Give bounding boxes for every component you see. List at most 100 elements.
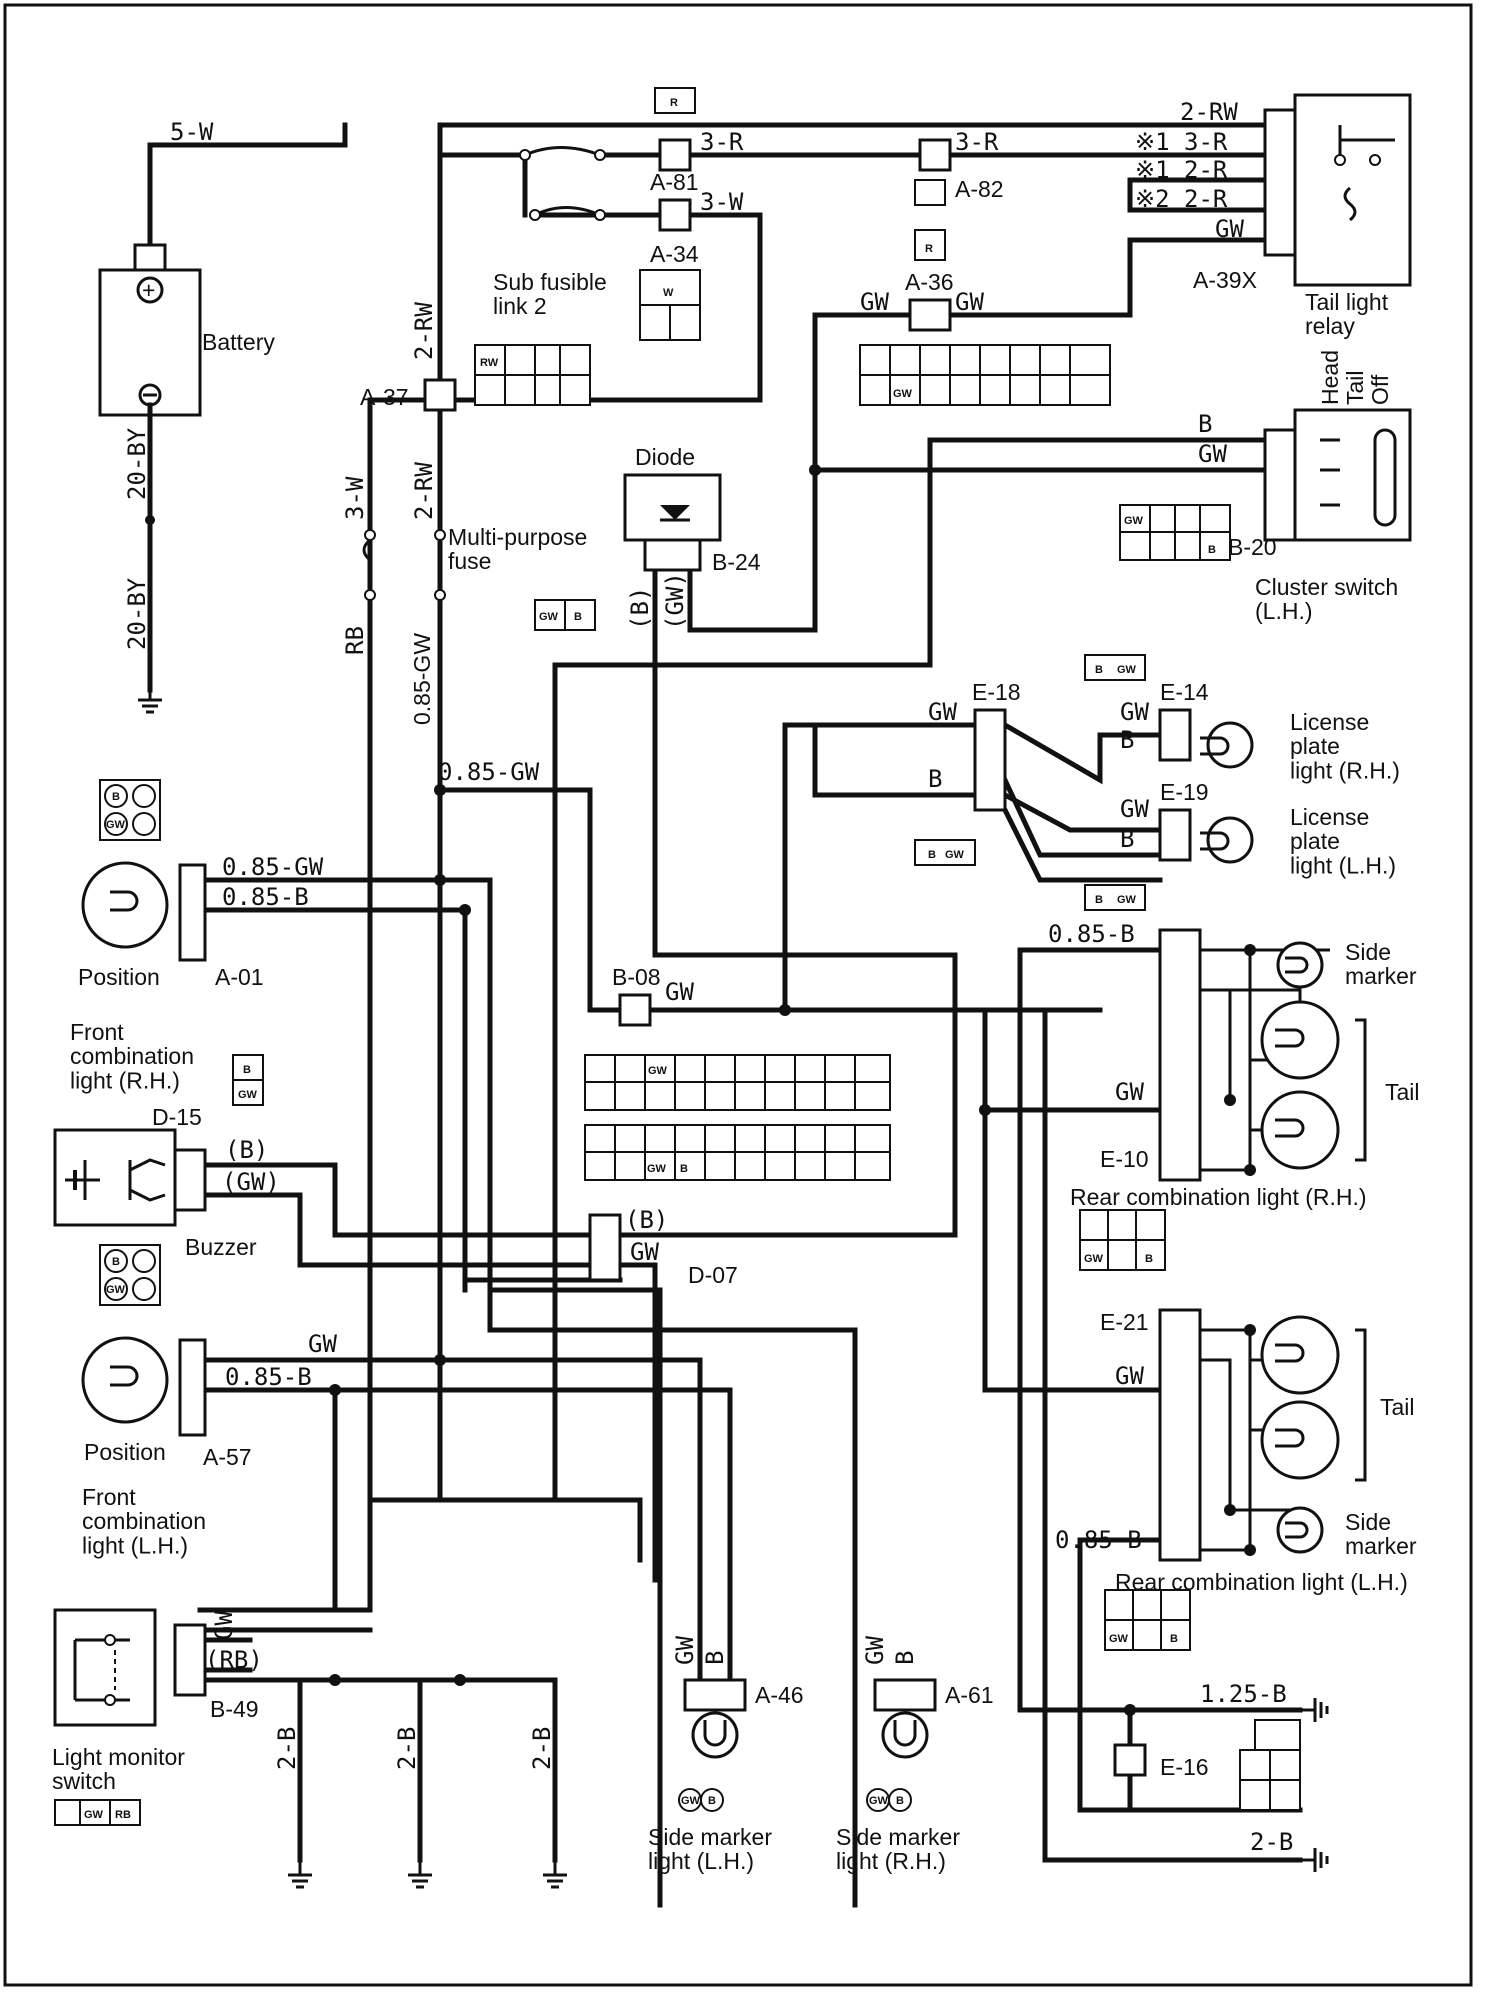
svg-text:B: B	[1120, 825, 1134, 853]
svg-text:GW: GW	[308, 1330, 337, 1358]
svg-text:2-RW: 2-RW	[410, 462, 438, 520]
connector-face-views: R R W RW GW GW B	[54, 87, 1301, 1826]
diode	[623, 473, 722, 572]
connector-e19	[1158, 808, 1192, 862]
svg-text:GW: GW	[1117, 664, 1137, 676]
svg-text:B-20: B-20	[1228, 534, 1277, 560]
rear-comb-lh-lamps	[1260, 1315, 1340, 1554]
svg-text:E-14: E-14	[1160, 679, 1209, 705]
svg-text:GW: GW	[1117, 894, 1137, 906]
svg-text:GW: GW	[928, 698, 957, 726]
svg-text:B: B	[1198, 410, 1212, 438]
connector-a82	[918, 138, 952, 172]
svg-text:3-R: 3-R	[700, 128, 744, 156]
multi-purpose-fuse	[434, 529, 446, 601]
svg-text:B: B	[1208, 544, 1216, 556]
svg-text:0.85-B: 0.85-B	[225, 1363, 312, 1391]
svg-text:GW: GW	[84, 1809, 104, 1821]
label-battery: Battery	[202, 329, 275, 355]
battery: +	[98, 243, 202, 417]
svg-text:B: B	[1120, 726, 1134, 754]
fuse-3w	[362, 437, 376, 601]
label-tail-bottom: Tail	[1380, 1394, 1415, 1420]
svg-text:B: B	[1145, 1253, 1153, 1265]
svg-text:GW: GW	[1109, 1633, 1129, 1645]
side-marker-lamp-lh	[691, 1711, 739, 1759]
svg-text:E-18: E-18	[972, 679, 1021, 705]
svg-text:+: +	[142, 277, 155, 303]
svg-text:※1 2-R: ※1 2-R	[1135, 156, 1228, 184]
svg-text:GW: GW	[106, 819, 126, 831]
svg-text:RB: RB	[115, 1809, 131, 1821]
svg-text:(GW): (GW)	[222, 1168, 280, 1196]
svg-text:RW: RW	[480, 357, 499, 369]
cluster-switch-positions: Head Tail Off	[1317, 350, 1393, 405]
svg-text:5-W: 5-W	[170, 118, 214, 146]
svg-text:R: R	[925, 243, 933, 255]
svg-text:20-BY: 20-BY	[123, 427, 151, 500]
svg-text:GW: GW	[647, 1163, 667, 1175]
svg-text:GW: GW	[1215, 215, 1244, 243]
svg-text:GW: GW	[1120, 698, 1149, 726]
svg-text:E-19: E-19	[1160, 779, 1209, 805]
svg-text:GW: GW	[681, 1795, 701, 1807]
svg-text:B: B	[928, 765, 942, 793]
svg-text:3-W: 3-W	[341, 476, 369, 520]
svg-text:A-46: A-46	[755, 1682, 804, 1708]
connector-a61	[873, 1678, 937, 1712]
svg-text:※1 3-R: ※1 3-R	[1135, 128, 1228, 156]
svg-text:A-61: A-61	[945, 1682, 994, 1708]
label-diode: Diode	[635, 444, 695, 470]
svg-text:0.85-B: 0.85-B	[222, 883, 309, 911]
svg-text:RB: RB	[341, 626, 369, 655]
svg-text:0.85-GW: 0.85-GW	[409, 633, 435, 725]
light-monitor-switch	[53, 1608, 207, 1727]
svg-text:D-15: D-15	[152, 1104, 202, 1130]
svg-text:D-07: D-07	[688, 1262, 738, 1288]
svg-text:B: B	[680, 1163, 688, 1175]
connector-a46	[683, 1678, 747, 1712]
svg-text:B: B	[1095, 894, 1103, 906]
svg-text:B: B	[243, 1064, 251, 1076]
svg-text:GW: GW	[671, 1636, 699, 1665]
label-position-bottom: Position	[84, 1439, 166, 1465]
svg-text:GW: GW	[955, 288, 984, 316]
svg-text:0.85-B: 0.85-B	[1048, 920, 1135, 948]
svg-text:GW: GW	[238, 1089, 258, 1101]
connector-a01	[178, 863, 207, 962]
label-buzzer: Buzzer	[185, 1234, 257, 1260]
label-tail-top: Tail	[1385, 1079, 1420, 1105]
svg-text:A-81: A-81	[650, 169, 699, 195]
svg-text:2-RW: 2-RW	[410, 302, 438, 360]
svg-text:A-82: A-82	[955, 176, 1004, 202]
svg-text:GW: GW	[893, 388, 913, 400]
svg-text:2-RW: 2-RW	[1180, 98, 1238, 126]
fusible-link-symbols	[519, 146, 606, 221]
svg-text:A-37: A-37	[360, 384, 409, 410]
svg-text:E-10: E-10	[1100, 1146, 1149, 1172]
license-plate-lamp-rh	[1200, 721, 1254, 769]
svg-text:2-B: 2-B	[1250, 1828, 1293, 1856]
svg-text:W: W	[663, 287, 674, 299]
connector-e16	[1113, 1743, 1147, 1777]
svg-text:B-24: B-24	[712, 549, 761, 575]
svg-text:A-36: A-36	[905, 269, 954, 295]
svg-text:B: B	[928, 849, 936, 861]
svg-text:2-B: 2-B	[393, 1727, 421, 1770]
svg-text:B: B	[1170, 1633, 1178, 1645]
svg-text:GW: GW	[1115, 1078, 1144, 1106]
svg-text:B: B	[574, 611, 582, 623]
svg-text:0.85-GW: 0.85-GW	[222, 853, 324, 881]
connector-d07	[588, 1213, 622, 1282]
connector-labels: A-81 A-34 A-82 A-36 A-37 A-39X B-24 B-20…	[152, 169, 1277, 1780]
svg-text:B-08: B-08	[612, 964, 661, 990]
svg-text:R: R	[670, 97, 678, 109]
